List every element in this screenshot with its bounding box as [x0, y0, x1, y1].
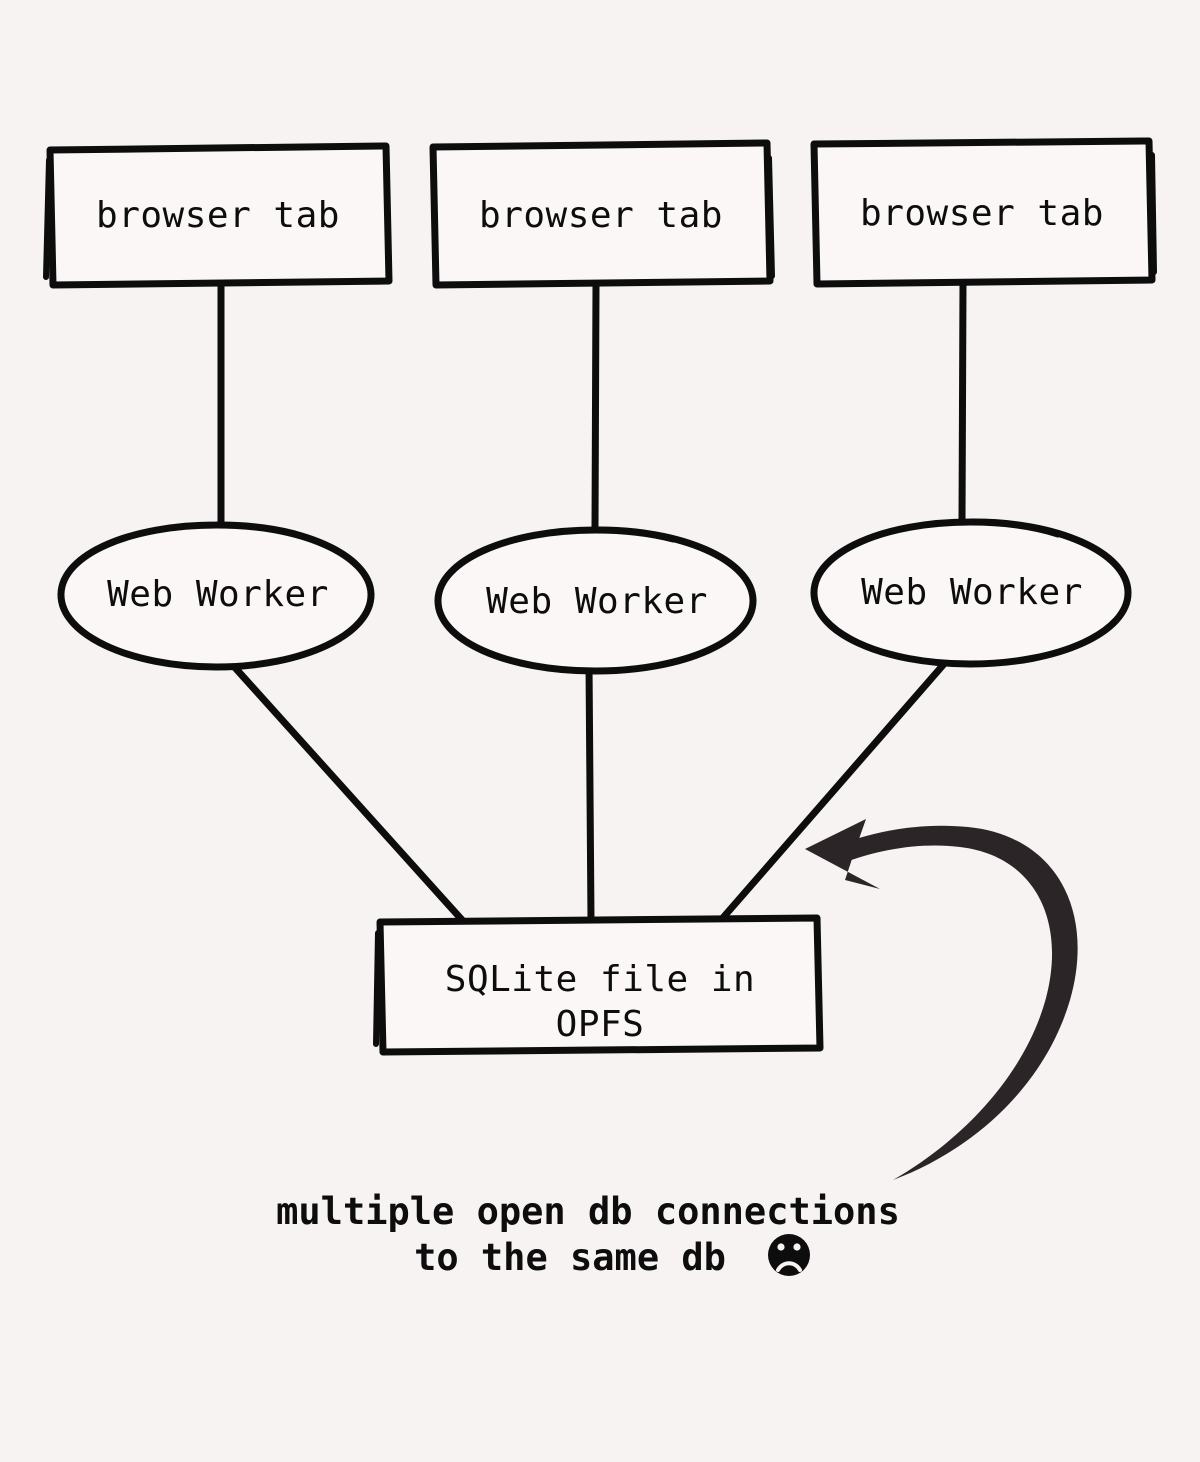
connector-tab3-worker3 [958, 279, 967, 525]
web-worker-1-label: Web Worker [107, 574, 329, 615]
browser-tab-3-sketch-edge [1149, 152, 1157, 275]
web-worker-2-ellipse [434, 526, 757, 675]
annotation-arrow-shaft [836, 825, 1078, 1180]
annotation-caption-line2: to the same db [414, 1236, 726, 1279]
browser-tab-1-sketch-edge [43, 157, 52, 280]
annotation-curved-arrow [805, 819, 1078, 1180]
browser-tab-2-label: browser tab [479, 195, 723, 236]
sqlite-opfs-store-label-line1: SQLite file in [445, 959, 755, 1000]
web-worker-1-ellipse [57, 521, 375, 671]
browser-tab-1-label: browser tab [96, 195, 340, 236]
web-worker-1[interactable]: Web Worker [57, 521, 375, 671]
web-worker-2-label: Web Worker [486, 581, 708, 622]
connector-worker3-store [717, 660, 948, 924]
sad-face-icon-eye-right [793, 1243, 801, 1251]
browser-tab-1[interactable]: browser tab [43, 142, 393, 289]
browser-tab-3-box [810, 137, 1156, 288]
connector-tab2-worker2 [591, 280, 600, 532]
web-worker-3[interactable]: Web Worker [810, 518, 1132, 668]
web-worker-2[interactable]: Web Worker [434, 526, 757, 675]
browser-tab-3-label: browser tab [860, 193, 1104, 234]
sqlite-opfs-store-sketch-edge [373, 930, 381, 1047]
annotation-caption: multiple open db connections to the same… [276, 1190, 900, 1279]
sad-face-icon [768, 1234, 810, 1276]
annotation-arrow-head [805, 819, 880, 889]
connector-worker1-store [225, 657, 467, 925]
web-worker-3-label: Web Worker [861, 572, 1083, 613]
sad-face-icon-frown [776, 1261, 802, 1272]
browser-tab-2-sketch-edge [766, 155, 775, 279]
connector-worker2-store [585, 660, 595, 924]
browser-tab-2-box [429, 139, 774, 289]
browser-tab-3[interactable]: browser tab [810, 137, 1157, 288]
browser-tab-2[interactable]: browser tab [429, 139, 775, 289]
web-worker-3-ellipse [810, 518, 1132, 668]
sad-face-icon-circle [768, 1234, 810, 1276]
sad-face-icon-eye-left [777, 1243, 785, 1251]
annotation-caption-line1: multiple open db connections [276, 1190, 900, 1233]
sqlite-opfs-store-label-line2: OPFS [556, 1004, 645, 1045]
sqlite-opfs-store-box [376, 914, 824, 1056]
browser-tab-1-box [46, 142, 393, 289]
sqlite-opfs-store[interactable]: SQLite file in OPFS [373, 914, 824, 1056]
